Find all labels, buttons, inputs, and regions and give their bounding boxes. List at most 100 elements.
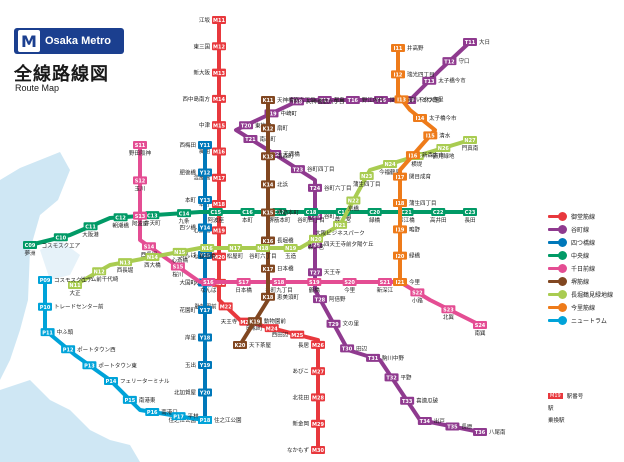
- tanimachi-station-name: 八尾南: [489, 428, 506, 436]
- yotsubashi-station-code: Y13: [199, 198, 211, 204]
- sakaisuji-station-badge: [261, 152, 275, 161]
- legend-item: 四つ橋線: [548, 236, 624, 249]
- yotsubashi-station-badge: [198, 306, 212, 314]
- yotsubashi-station-code: Y20: [199, 391, 211, 397]
- midosuji-station-badge: [212, 200, 226, 209]
- chuo-station-name: 高井田: [430, 216, 447, 224]
- nagahori-station-code: N22: [348, 199, 360, 205]
- yotsubashi-station-name: 四ツ橋: [179, 224, 196, 232]
- tanimachi-station-badge: [345, 96, 360, 104]
- legend-item: 御堂筋線: [548, 210, 624, 223]
- nagahori-station-name: 谷町六丁目: [249, 252, 277, 260]
- sakaisuji-station-code: K14: [263, 183, 274, 189]
- imazatosuji-station-badge: [393, 198, 407, 207]
- midosuji-station-code: M14: [213, 97, 225, 103]
- yotsubashi-station-name: 本町: [185, 196, 197, 204]
- sennichimae-station-name: 新深江: [377, 286, 394, 294]
- imazatosuji-station-badge: [391, 70, 405, 79]
- sennichimae-station-badge: [133, 176, 147, 185]
- yotsubashi-station-badge: [198, 388, 212, 397]
- imazatosuji-station-code: I11: [394, 46, 403, 52]
- chuo-station-badge: [83, 222, 98, 231]
- midosuji-station-code: M26: [312, 343, 324, 349]
- midosuji-station-code: M16: [213, 150, 225, 156]
- legend-label: ニュートラム: [571, 318, 607, 325]
- nagahori-station-code: N18: [257, 246, 269, 252]
- midosuji-station-badge: [212, 94, 226, 103]
- chuo-station-badge: [240, 208, 255, 216]
- tanimachi-station-name: 平野: [401, 373, 413, 381]
- sakaisuji-station-badge: [261, 264, 275, 273]
- chuo-station-code: C15: [210, 210, 221, 216]
- sennichimae-station-badge: [410, 288, 425, 297]
- chuo-station-name: 谷町四丁目: [297, 216, 325, 224]
- chuo-station-name: コスモスクエア: [42, 242, 81, 249]
- chuo-station-code: C17: [274, 210, 285, 216]
- nagahori-station-code: N21: [334, 223, 346, 229]
- legend-item: 中央線: [548, 249, 624, 262]
- newtram-station-code: P13: [84, 364, 95, 370]
- sennichimae-station-badge: [141, 242, 156, 251]
- newtram-station-badge: [61, 345, 76, 354]
- sakaisuji-station-badge: [261, 208, 275, 217]
- legend-label: 千日前線: [571, 266, 596, 273]
- chuo-station-badge: [272, 208, 287, 216]
- chuo-station-badge: [145, 211, 160, 220]
- tanimachi-station-code: T13: [424, 79, 435, 85]
- tanimachi-station-name: 中崎町: [280, 109, 297, 117]
- chuo-station-code: C23: [465, 210, 476, 216]
- tanimachi-station-code: T28: [315, 297, 326, 303]
- chuo-station-badge: [177, 209, 192, 218]
- newtram-station-name: 南港口: [161, 408, 178, 416]
- midosuji-station-name: 江坂: [199, 16, 211, 24]
- chuo-station-code: C11: [85, 224, 96, 230]
- tanimachi-station-name: 野江内代: [362, 96, 385, 104]
- chuo-station-badge: [304, 208, 319, 216]
- midosuji-station-name: 淀屋橋: [193, 174, 210, 182]
- nagahori-station-name: 玉造: [285, 252, 297, 260]
- tanimachi-station-code: T21: [245, 137, 256, 143]
- newtram-station-code: P09: [40, 278, 51, 284]
- tanimachi-station-name: 天王寺: [324, 268, 341, 276]
- sennichimae-station-badge: [170, 262, 185, 271]
- imazatosuji-station-name: 関目成育: [409, 173, 432, 181]
- newtram-station-badge: [40, 328, 55, 337]
- tanimachi-station-badge: [463, 38, 477, 46]
- tanimachi-station-name: 守口: [458, 57, 469, 65]
- chuo-station-name: 夢洲: [24, 249, 36, 257]
- midosuji-station-code: M22: [220, 305, 232, 311]
- nagahori-station-code: N12: [94, 269, 106, 275]
- sakaisuji-station-badge: [261, 180, 275, 189]
- tanimachi-station-badge: [442, 57, 457, 66]
- nagahori-station-badge: [228, 244, 243, 252]
- legend-item: 堺筋線: [548, 275, 624, 288]
- sennichimae-station-badge: [473, 321, 487, 329]
- chuo-station-badge: [399, 208, 414, 216]
- midosuji-station-badge: [212, 42, 226, 51]
- tanimachi-station-badge: [400, 396, 415, 405]
- tanimachi-station-code: T36: [475, 430, 486, 436]
- page-subtitle: Route Map: [15, 83, 60, 93]
- tanimachi-station-name: 谷町六丁目: [324, 184, 352, 192]
- sennichimae-station-badge: [377, 278, 392, 286]
- chuo-station-name: 緑橋: [369, 216, 381, 224]
- chuo-station-code: C22: [433, 210, 444, 216]
- sennichimae-station-code: S20: [344, 280, 355, 286]
- tanimachi-station-code: T31: [368, 356, 379, 362]
- chuo-station-name: 深江橋: [398, 216, 415, 224]
- nagahori-station-code: N20: [310, 237, 322, 243]
- sennichimae-station-code: S19: [309, 280, 320, 286]
- legend-label: 今里筋線: [571, 305, 596, 312]
- sakaisuji-station-code: K15: [263, 211, 274, 217]
- nagahori-station-badge: [145, 252, 160, 261]
- midosuji-station-badge: [311, 340, 325, 349]
- midosuji-station-name: 東三国: [193, 42, 210, 50]
- tanimachi-station-name: 駒川中野: [382, 354, 405, 362]
- chuo-station-name: 九条: [179, 217, 191, 225]
- sakaisuji-station-code: K13: [263, 154, 274, 160]
- midosuji-station-code: M13: [213, 71, 225, 77]
- sakaisuji-station-name: 堺筋本町: [277, 208, 300, 216]
- nagahori-station-name: ドーム前千代崎: [80, 275, 119, 283]
- tanimachi-station-code: T23: [293, 167, 304, 173]
- sakaisuji-station-code: K18: [263, 295, 274, 301]
